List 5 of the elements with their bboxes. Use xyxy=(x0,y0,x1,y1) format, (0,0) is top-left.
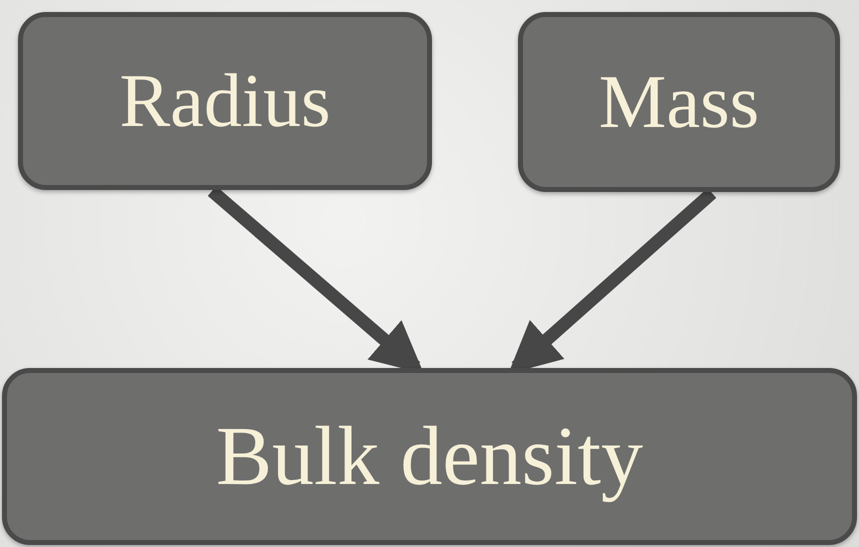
rounded-box xyxy=(2,368,857,545)
rounded-box xyxy=(18,12,432,190)
box-label: Mass xyxy=(598,64,760,140)
box-label: Radius xyxy=(119,63,331,139)
rounded-box xyxy=(518,12,840,192)
